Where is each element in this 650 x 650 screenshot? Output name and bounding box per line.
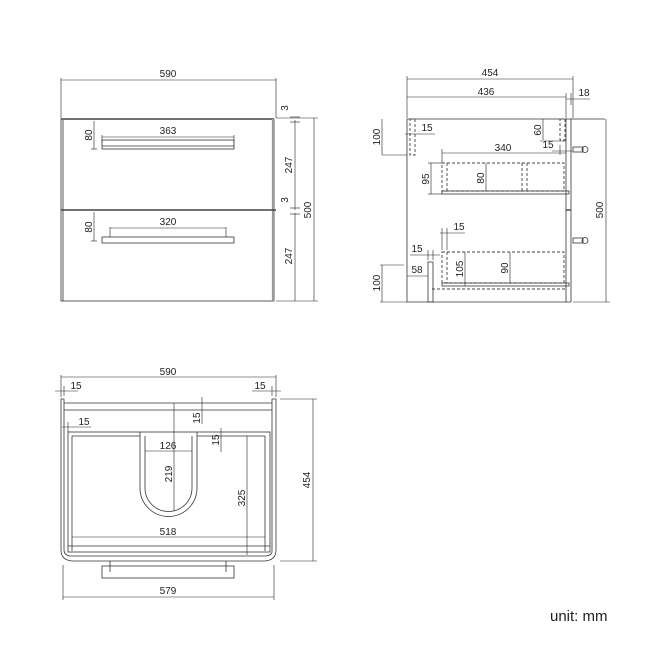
bottom-rail-height-label: 100 bbox=[372, 274, 383, 291]
back-panel-label: 15 bbox=[192, 412, 203, 424]
handle-top bbox=[101, 139, 235, 150]
top-width-label: 590 bbox=[160, 367, 177, 378]
top-gap-label: 3 bbox=[280, 105, 291, 111]
handle1-offset-label: 80 bbox=[84, 129, 95, 141]
top-rail-height-label: 100 bbox=[372, 128, 383, 145]
lower-panel bbox=[427, 261, 434, 303]
front-thickness-label: 18 bbox=[578, 88, 590, 99]
unit-label: unit: mm bbox=[550, 608, 608, 625]
left-side-label: 15 bbox=[70, 381, 82, 392]
lower-drawer-outer-label: 105 bbox=[455, 260, 466, 277]
upper-drawer-inner-label: 80 bbox=[476, 172, 487, 184]
mid-gap-label: 3 bbox=[280, 197, 291, 203]
inner-side-label: 15 bbox=[78, 417, 90, 428]
upper-drawer-length-label: 340 bbox=[495, 143, 512, 154]
handle-bottom bbox=[101, 236, 235, 244]
u-cutout bbox=[139, 432, 198, 517]
drawer-back-label: 15 bbox=[211, 434, 222, 446]
front-view: 590 363 80 320 80 500 247 247 bbox=[60, 69, 318, 302]
handle2-offset-label: 80 bbox=[84, 221, 95, 233]
side-total-height-label: 500 bbox=[595, 201, 606, 218]
right-side-label: 15 bbox=[254, 381, 266, 392]
rear-rail-height-label: 60 bbox=[533, 124, 544, 136]
handle-bottom-view bbox=[101, 565, 235, 579]
knob-bottom bbox=[572, 237, 584, 244]
drawer2-height-label: 247 bbox=[284, 247, 295, 264]
handle2-length-label: 320 bbox=[160, 217, 177, 228]
cutout-width-label: 126 bbox=[160, 441, 177, 452]
front-width-label: 590 bbox=[160, 69, 177, 80]
cabinet-outline bbox=[60, 398, 277, 562]
side-inner-depth-label: 436 bbox=[478, 87, 495, 98]
top-view: 590 15 15 126 219 15 15 15 325 bbox=[55, 367, 317, 600]
drawer1-height-label: 247 bbox=[284, 156, 295, 173]
knob-top bbox=[572, 146, 584, 153]
lower-drawer bbox=[441, 251, 565, 284]
lower-panel-thickness-label: 15 bbox=[411, 244, 423, 255]
rear-rail-thickness-label: 15 bbox=[542, 140, 554, 151]
front-rail bbox=[409, 118, 416, 156]
inner-width-label: 518 bbox=[160, 527, 177, 538]
lower-drawer-side-label: 15 bbox=[453, 222, 465, 233]
top-depth-label: 454 bbox=[302, 471, 313, 488]
cutout-depth-label: 219 bbox=[164, 465, 175, 482]
top-rail-thickness-label: 15 bbox=[421, 123, 433, 134]
front-total-height-label: 500 bbox=[303, 201, 314, 218]
bottom-width-label: 579 bbox=[160, 586, 177, 597]
lower-offset-label: 58 bbox=[411, 265, 423, 276]
rear-rail bbox=[559, 118, 566, 141]
upper-drawer-outer-label: 95 bbox=[421, 173, 432, 185]
side-view: 454 436 18 500 100 15 60 15 bbox=[372, 68, 610, 303]
lower-drawer-inner-label: 90 bbox=[500, 262, 511, 274]
upper-drawer bbox=[441, 162, 565, 192]
drawer-box bbox=[67, 431, 271, 553]
side-depth-label: 454 bbox=[482, 68, 499, 79]
drawer-depth-label: 325 bbox=[237, 489, 248, 506]
handle1-length-label: 363 bbox=[160, 126, 177, 137]
